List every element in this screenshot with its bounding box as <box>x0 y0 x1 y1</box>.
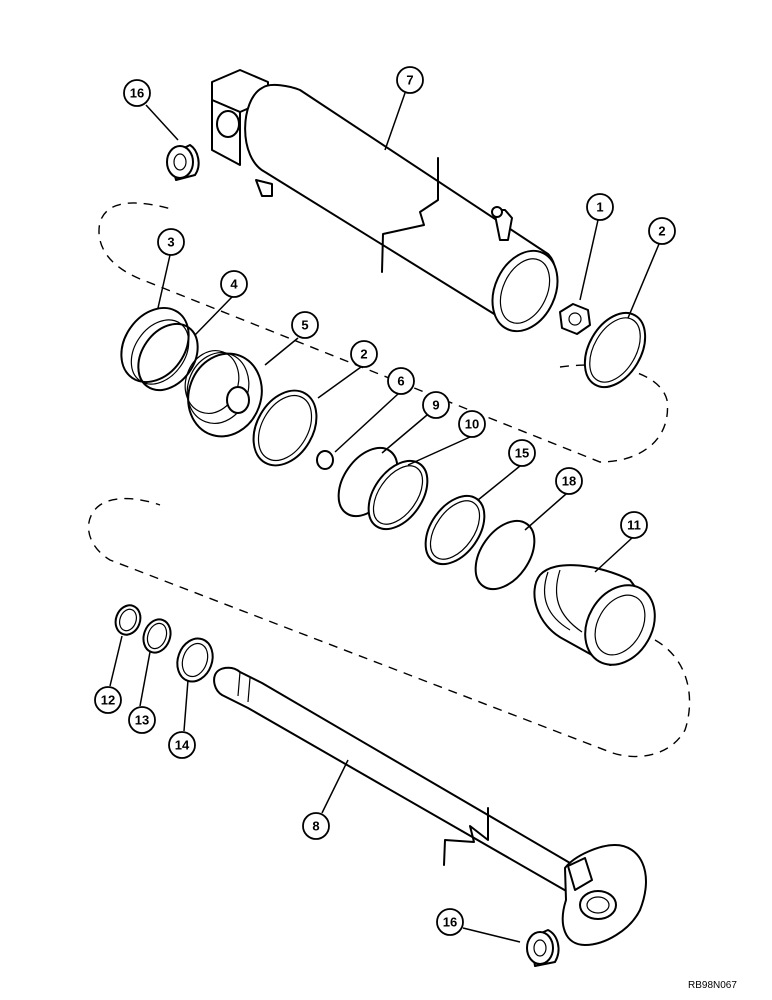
callout-6: 6 <box>387 367 415 395</box>
callout-5: 5 <box>291 311 319 339</box>
svg-text:2: 2 <box>658 224 665 239</box>
callout-7: 7 <box>396 66 424 94</box>
part-1-nut <box>559 303 591 335</box>
svg-text:3: 3 <box>167 235 174 250</box>
part-12-ring <box>114 604 142 636</box>
part-14-bushing <box>176 637 214 683</box>
callout-13: 13 <box>128 706 156 734</box>
svg-text:6: 6 <box>397 374 404 389</box>
part-2-seal-upper <box>252 389 318 467</box>
piston-rod <box>213 666 647 946</box>
part-15-ring <box>424 494 486 566</box>
svg-text:18: 18 <box>562 474 576 489</box>
svg-text:9: 9 <box>432 398 439 413</box>
part-18-oring <box>474 519 536 591</box>
svg-text:16: 16 <box>130 86 144 101</box>
part-10-ring <box>367 459 429 531</box>
callout-2-middle: 2 <box>350 340 378 368</box>
svg-text:10: 10 <box>465 417 479 432</box>
callout-3: 3 <box>157 228 185 256</box>
svg-text:16: 16 <box>443 915 457 930</box>
callout-15: 15 <box>508 439 536 467</box>
svg-text:8: 8 <box>312 819 319 834</box>
callout-16-top: 16 <box>123 79 151 107</box>
callout-9: 9 <box>422 391 450 419</box>
svg-text:13: 13 <box>135 713 149 728</box>
svg-text:11: 11 <box>627 518 641 533</box>
callout-4: 4 <box>220 270 248 298</box>
leader-lines <box>109 92 660 943</box>
lower-group-outline <box>87 497 691 758</box>
callout-8: 8 <box>302 812 330 840</box>
part-11-gland <box>533 564 656 666</box>
callout-14: 14 <box>168 731 196 759</box>
svg-text:1: 1 <box>596 200 603 215</box>
upper-group-outline <box>98 202 669 463</box>
part-16-bushing-bottom <box>526 929 560 967</box>
callout-18: 18 <box>555 467 583 495</box>
part-6-small-oring <box>316 450 334 470</box>
part-5-piston <box>184 350 263 438</box>
svg-text:2: 2 <box>360 347 367 362</box>
part-2-seal-right <box>583 312 647 388</box>
callout-16-bottom: 16 <box>436 908 464 936</box>
callout-1: 1 <box>586 193 614 221</box>
reference-code: RB98N067 <box>688 980 737 991</box>
callout-10: 10 <box>458 410 486 438</box>
svg-text:15: 15 <box>515 446 529 461</box>
svg-text:14: 14 <box>175 738 190 753</box>
svg-text:12: 12 <box>101 693 115 708</box>
part-13-ring <box>142 618 172 654</box>
callout-2-right: 2 <box>648 217 676 245</box>
callout-12: 12 <box>94 686 122 714</box>
part-16-bushing-top <box>166 144 200 181</box>
cylinder-barrel <box>211 69 559 333</box>
part-4-oring <box>137 322 199 392</box>
part-3-ring <box>120 306 190 385</box>
svg-text:7: 7 <box>406 73 413 88</box>
svg-text:5: 5 <box>301 318 308 333</box>
callout-11: 11 <box>620 511 648 539</box>
svg-text:4: 4 <box>230 277 238 292</box>
